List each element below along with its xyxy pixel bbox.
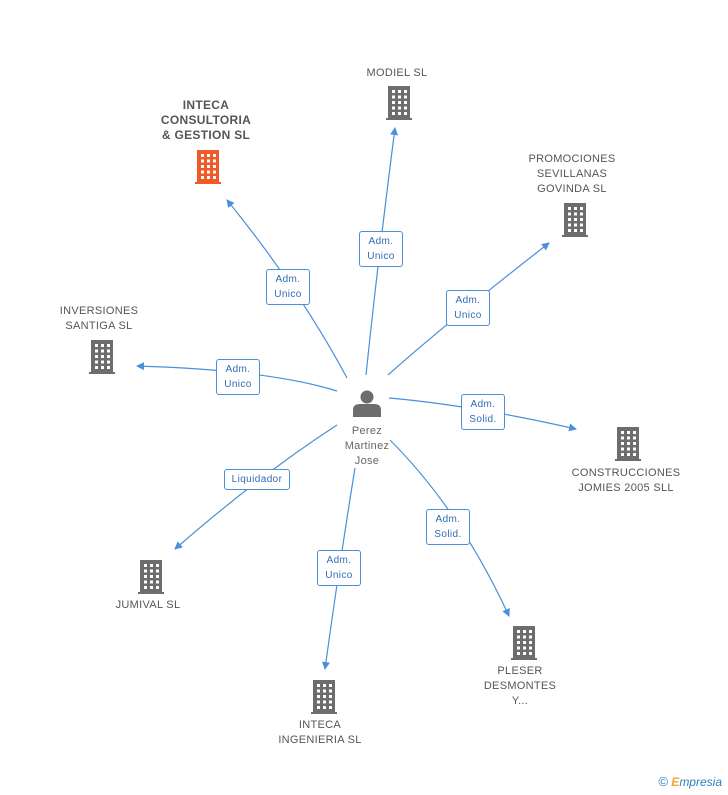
relation-label-jumival[interactable]: Liquidador xyxy=(223,468,291,490)
brand-name: mpresia xyxy=(679,775,722,789)
company-name-construcciones-jomies[interactable]: CONSTRUCCIONES JOMIES 2005 SLL xyxy=(571,467,681,494)
building-icon[interactable] xyxy=(311,680,337,714)
person-icon[interactable] xyxy=(353,390,381,418)
relation-label-inteca-consultoria[interactable]: Adm. Unico xyxy=(266,269,310,305)
building-icon[interactable] xyxy=(511,626,537,660)
building-icon[interactable] xyxy=(138,560,164,594)
building-icon[interactable] xyxy=(562,203,588,237)
brand-initial: E xyxy=(671,775,680,789)
company-name-jumival[interactable]: JUMIVAL SL xyxy=(115,599,181,611)
building-icon[interactable] xyxy=(89,340,115,374)
relation-label-construcciones-jomies[interactable]: Adm. Solid. xyxy=(461,394,505,430)
company-name-inteca-ingenieria[interactable]: INTECA INGENIERIA SL xyxy=(278,719,362,746)
person-name[interactable]: Perez Martinez Jose xyxy=(344,425,390,467)
company-name-inversiones-santiga[interactable]: INVERSIONES SANTIGA SL xyxy=(59,305,139,332)
copyright-symbol: © xyxy=(658,774,668,789)
footer-brand: © Empresia xyxy=(658,774,722,789)
company-name-modiel[interactable]: MODIEL SL xyxy=(366,67,428,79)
building-icon[interactable] xyxy=(615,427,641,461)
relation-label-promociones-sevillanas[interactable]: Adm. Unico xyxy=(446,290,490,326)
company-name-promociones-sevillanas[interactable]: PROMOCIONES SEVILLANAS GOVINDA SL xyxy=(528,153,616,195)
relation-label-inversiones-santiga[interactable]: Adm. Unico xyxy=(216,359,260,395)
relation-label-modiel[interactable]: Adm. Unico xyxy=(359,231,403,267)
building-icon[interactable] xyxy=(195,150,221,184)
company-name-pleser-desmontes[interactable]: PLESER DESMONTES Y... xyxy=(483,665,557,707)
relation-label-pleser-desmontes[interactable]: Adm. Solid. xyxy=(426,509,470,545)
relation-label-inteca-ingenieria[interactable]: Adm. Unico xyxy=(317,550,361,586)
building-icon[interactable] xyxy=(386,86,412,120)
company-name-inteca-consultoria[interactable]: INTECA CONSULTORIA & GESTION SL xyxy=(160,98,252,142)
